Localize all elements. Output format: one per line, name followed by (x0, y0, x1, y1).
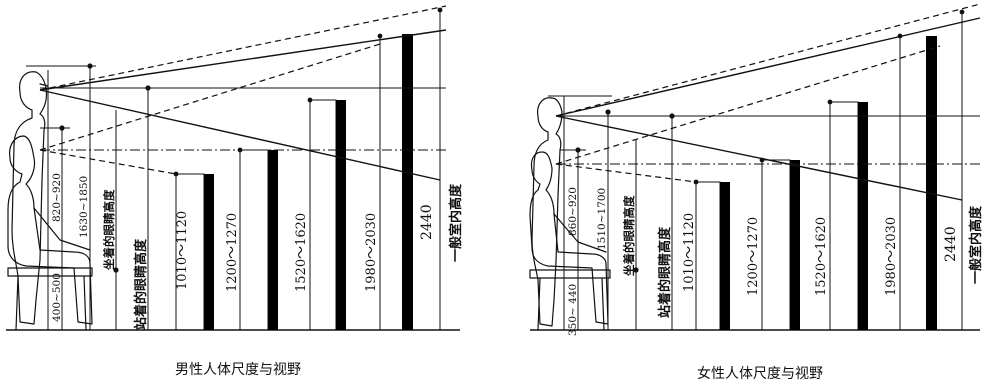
height-bar (858, 102, 868, 330)
sight-line (555, 115, 963, 201)
height-dim-2: 1200～1270 (225, 213, 240, 292)
female-caption: 女性人体尺度与视野 (697, 365, 823, 382)
seated-eye-dim: 820~920 (51, 173, 63, 222)
room-height-dim: 2440 (943, 226, 959, 262)
sight-line (39, 89, 441, 181)
seated-figure (7, 135, 93, 325)
seat-height-dim: 400~500 (51, 273, 63, 322)
sight-line (555, 17, 981, 117)
standing-figure (11, 71, 49, 325)
height-dim-1: 1010～1120 (175, 211, 190, 290)
room-height-label: 一般室内高度 (448, 183, 464, 262)
height-dim-4: 1980～2030 (884, 217, 899, 296)
seated-eye-dim: 860~920 (567, 187, 579, 236)
height-bar-outline (309, 99, 337, 331)
standing-eye-dim: 1510~1700 (596, 188, 608, 250)
standing-figure (531, 97, 563, 327)
sight-line (39, 29, 447, 91)
height-bar (720, 182, 730, 330)
height-dim-3: 1520～1620 (814, 217, 829, 296)
seat-height-dim: 350~ 440 (567, 284, 579, 336)
room-height-dim: 2440 (419, 204, 435, 240)
sight-line-dashed (555, 163, 697, 183)
height-bar (790, 160, 800, 330)
stool (529, 269, 611, 331)
female-panel: 350~ 440 860~920 1510~1700 坐着的眼睛高度 站着的眼睛… (529, 3, 984, 382)
height-bar (926, 36, 937, 330)
seated-eye-label: 坐着的眼睛高度 (102, 189, 116, 270)
sight-line-dashed (555, 3, 981, 117)
height-dim-4: 1980～2030 (364, 213, 379, 292)
sight-line-dashed (39, 5, 447, 91)
height-bar (402, 34, 413, 330)
standing-eye-dim: 1630~1850 (78, 176, 90, 238)
standing-eye-label: 站着的眼睛高度 (657, 226, 673, 318)
height-bar (268, 150, 278, 330)
standing-eye-label: 站着的眼睛高度 (133, 238, 149, 330)
male-panel: 400~500 820~920 1630~1850 坐着的眼睛高度 站着的眼睛高… (6, 5, 464, 378)
height-bar (204, 174, 214, 330)
sight-line-dashed (555, 45, 941, 165)
room-height-label: 一般室内高度 (968, 205, 984, 284)
sight-line-dashed (39, 43, 381, 151)
height-bar-outline (239, 149, 269, 331)
male-caption: 男性人体尺度与视野 (175, 362, 301, 378)
stool (7, 267, 93, 331)
sight-line-dashed (39, 149, 177, 175)
height-dim-2: 1200～1270 (746, 217, 761, 296)
height-bar (336, 100, 346, 330)
height-dim-1: 1010～1120 (682, 213, 697, 292)
seated-eye-label: 坐着的眼睛高度 (622, 195, 636, 276)
height-dim-3: 1520～1620 (294, 213, 309, 292)
